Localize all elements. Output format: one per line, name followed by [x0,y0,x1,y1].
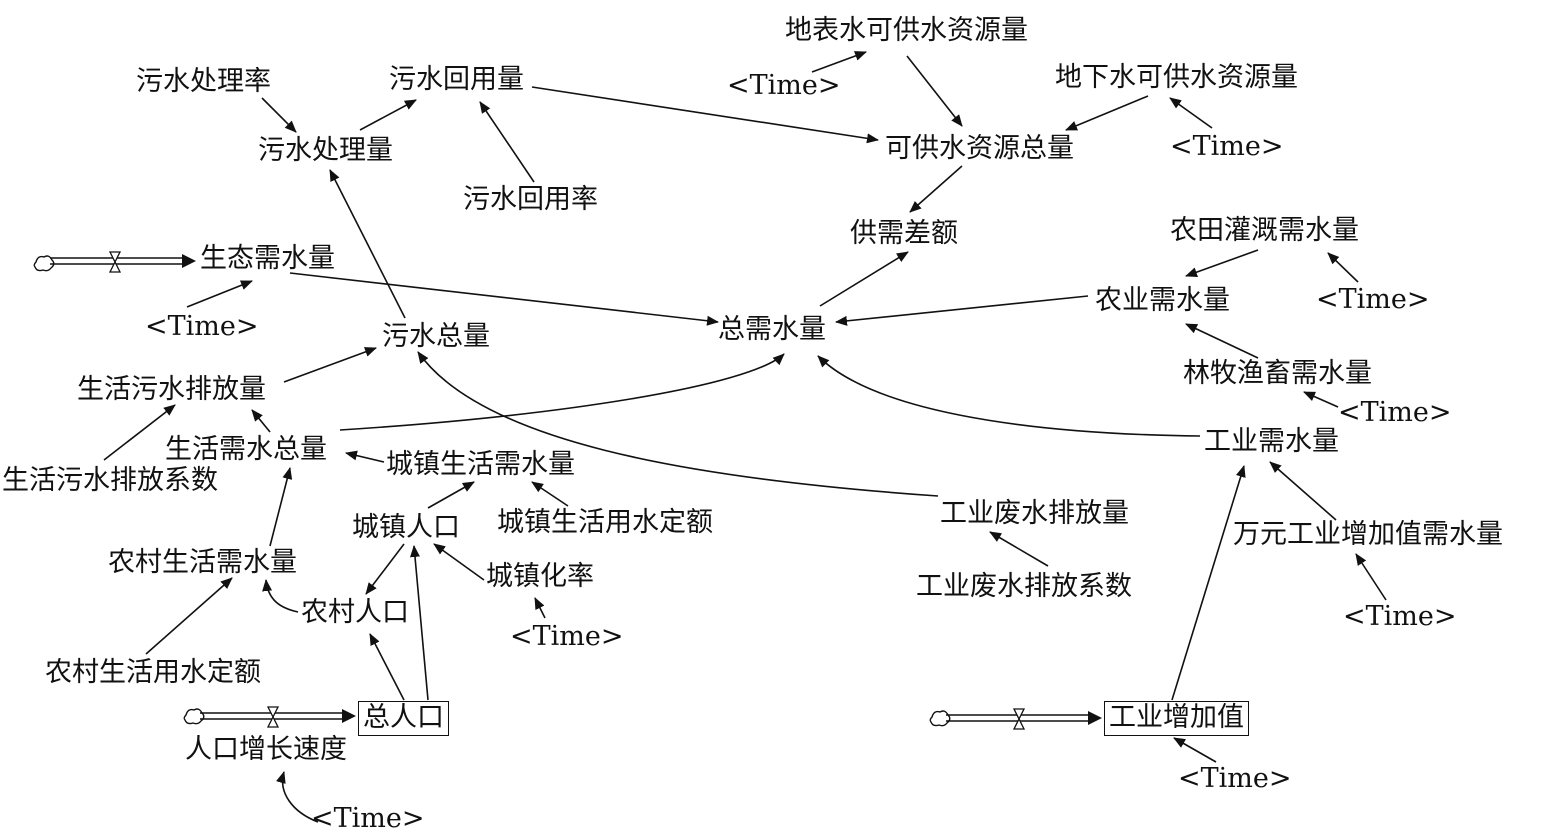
node-surface-water: 地表水可供水资源量 [785,15,1028,46]
node-rural-population: 农村人口 [301,597,409,628]
edge-rural-pop-to-rural-domestic [262,579,299,613]
edge-time-to-farmland [1327,252,1359,283]
edge-domestic-total-to-domestic-sewage [251,409,271,433]
node-sewage-reuse-rate: 污水回用率 [463,184,598,215]
edge-urban-pop-to-rural-pop [365,543,405,595]
node-agri-demand: 农业需水量 [1095,285,1230,316]
edge-urbanization-to-urban-pop [433,543,485,581]
edge-industry-coef-to-wastewater [989,531,1049,567]
edge-time-to-ground-water [1169,97,1213,129]
node-ground-water: 地下水可供水资源量 [1055,62,1298,93]
stock-total-population: 总人口 [358,701,449,736]
stock-industry-added-value: 工业增加值 [1104,701,1249,736]
edge-rural-domestic-to-domestic-total [269,467,293,547]
edge-time-to-surface-water [811,51,867,73]
edge-urban-pop-to-urban-domestic [427,481,475,509]
valve-icon [266,706,280,728]
edge-time-to-industry-value [1173,737,1217,763]
edge-total-supply-to-gap [909,165,963,213]
edge-total-demand-to-gap [819,251,909,307]
node-urban-quota: 城镇生活用水定额 [497,507,713,538]
time-variable: <Time> [510,621,624,652]
node-supply-demand-gap: 供需差额 [850,218,958,249]
node-industry-wastewater-coef: 工业废水排放系数 [916,571,1132,602]
edge-sewage-total-to-treat-qty [329,169,406,319]
time-variable: <Time> [1316,284,1430,315]
edge-agri-to-total-demand [835,295,1089,326]
node-domestic-sewage: 生活污水排放量 [77,374,266,405]
edge-per-10k-to-industry [1269,461,1337,521]
time-variable: <Time> [145,311,259,342]
node-per-10k-industry: 万元工业增加值需水量 [1233,519,1503,550]
node-total-demand: 总需水量 [718,314,826,345]
edge-industry-to-total-demand [817,355,1201,437]
edge-time-to-population-growth [276,771,319,823]
edge-rural-quota-to-rural-domestic [145,577,233,655]
edge-ground-to-total-supply [1065,95,1149,131]
edge-forest-to-agri [1185,323,1259,359]
flow-population [183,706,356,728]
time-variable: <Time> [727,70,841,101]
edge-coef-to-domestic-sewage [103,404,176,461]
edge-time-to-forest-livestock [1303,391,1339,408]
time-variable: <Time> [1178,763,1292,794]
edge-farmland-to-agri [1185,249,1259,277]
node-eco-demand: 生态需水量 [200,243,335,274]
cloud-source-icon [929,710,951,727]
edge-reuse-rate-to-reuse-qty [479,101,535,183]
node-industry-wastewater: 工业废水排放量 [940,498,1129,529]
node-urbanization-rate: 城镇化率 [486,561,594,592]
flow-industry-value [929,708,1102,730]
valve-icon [108,251,122,273]
node-domestic-sewage-coef: 生活污水排放系数 [2,465,218,496]
node-urban-domestic: 城镇生活需水量 [386,449,575,480]
node-urban-population: 城镇人口 [352,512,460,543]
edge-total-pop-to-urban-pop [410,545,429,701]
edge-urban-domestic-to-domestic-total [345,450,385,463]
node-farmland-irrigation: 农田灌溉需水量 [1170,215,1359,246]
node-sewage-treat-rate: 污水处理率 [136,66,271,97]
node-sewage-treat-qty: 污水处理量 [258,135,393,166]
edge-time-to-urbanization [534,597,546,619]
edge-reuse-to-total-supply [531,86,879,144]
node-rural-quota: 农村生活用水定额 [45,657,261,688]
time-variable: <Time> [311,803,425,834]
node-sewage-reuse-qty: 污水回用量 [389,64,524,95]
time-variable: <Time> [1170,131,1284,162]
edge-surface-to-total-supply [906,55,963,127]
flow-eco-demand [33,251,196,273]
node-population-growth: 人口增长速度 [185,734,347,765]
edge-domestic-to-total-demand [339,353,785,431]
node-sewage-total: 污水总量 [382,321,490,352]
edge-eco-to-total-demand [289,272,719,326]
edge-time-to-eco-demand [186,280,253,308]
cloud-source-icon [183,708,205,725]
edge-industry-wastewater-to-sewage-total [417,351,939,497]
node-industry-demand: 工业需水量 [1204,426,1339,457]
valve-icon [1012,708,1026,730]
node-forest-livestock: 林牧渔畜需水量 [1183,358,1372,389]
node-domestic-total: 生活需水总量 [165,434,327,465]
edge-treat-qty-to-reuse-qty [359,99,417,131]
edge-urban-quota-to-urban-domestic [531,481,569,507]
edge-industry-value-to-industry [1171,465,1246,701]
node-total-supply: 可供水资源总量 [885,133,1074,164]
edge-domestic-sewage-to-sewage-total [283,347,377,383]
cloud-source-icon [33,255,55,272]
edge-time-to-per-10k [1355,553,1387,601]
edge-treat-rate-to-treat-qty [261,97,297,133]
time-variable: <Time> [1343,601,1457,632]
edge-total-pop-to-rural-pop [369,633,405,701]
time-variable: <Time> [1338,397,1452,428]
node-rural-domestic: 农村生活需水量 [108,547,297,578]
